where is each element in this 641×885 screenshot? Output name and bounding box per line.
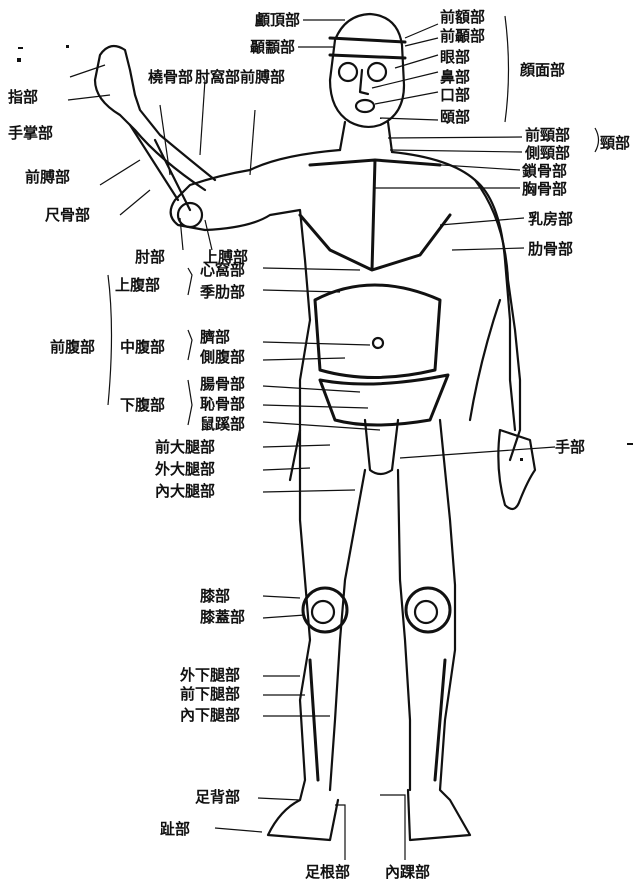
- label-neck: 頸部: [600, 134, 630, 152]
- label-sternum: 胸骨部: [522, 180, 567, 198]
- label-lower-abdomen: 下腹部: [120, 396, 165, 414]
- region-labels: 顱頂部 顳顬部 前額部 前顳部 眼部 鼻部 口部 頤部 顔面部 前頸部 側頸部 …: [8, 8, 630, 881]
- label-forehead: 前額部: [440, 8, 485, 26]
- right-eye: [368, 63, 386, 81]
- label-chin: 頤部: [440, 108, 470, 126]
- label-neck-side: 側頸部: [524, 144, 570, 162]
- nose-line: [360, 70, 368, 94]
- label-toe: 趾部: [160, 820, 190, 838]
- head-outline: [330, 14, 404, 127]
- label-inner-thigh: 內大腿部: [155, 482, 215, 500]
- label-upper-arm-front: 前膊部: [240, 68, 285, 86]
- mouth-shape: [356, 100, 374, 112]
- label-upper-abdomen: 上腹部: [115, 276, 160, 294]
- label-elbow: 肘部: [135, 248, 165, 266]
- label-rib: 肋骨部: [528, 240, 573, 258]
- label-breast: 乳房部: [528, 210, 573, 228]
- forearm-lines: [130, 125, 190, 210]
- right-knee: [303, 588, 347, 632]
- label-inner-ankle: 內踝部: [385, 863, 430, 881]
- label-pubic: 恥骨部: [200, 395, 245, 413]
- label-forearm-front: 前膊部: [25, 168, 70, 186]
- label-mouth: 口部: [440, 86, 470, 104]
- pelvis-line: [320, 375, 448, 425]
- label-inguinal: 鼠蹊部: [200, 415, 245, 433]
- label-patella: 膝蓋部: [200, 608, 245, 626]
- label-inner-leg: 內下腿部: [180, 706, 240, 724]
- left-knee: [406, 588, 450, 632]
- label-ankle-root: 足根部: [305, 863, 350, 881]
- label-palm: 手掌部: [8, 124, 53, 142]
- label-eye: 眼部: [440, 48, 470, 66]
- label-radius: 橈骨部: [148, 68, 193, 86]
- right-kneecap: [312, 601, 334, 623]
- label-clavicle: 鎖骨部: [522, 162, 567, 180]
- abdomen-lines: [315, 285, 440, 378]
- label-neck-front: 前頸部: [525, 126, 570, 144]
- label-finger: 指部: [8, 88, 38, 106]
- label-iliac: 腸骨部: [200, 375, 245, 393]
- elbow-mark: [178, 203, 202, 227]
- shin-lines: [310, 660, 445, 780]
- label-temple-front: 前顳部: [440, 27, 485, 45]
- label-cubital-fossa: 肘窩部: [195, 68, 240, 86]
- label-anterior-abdomen: 前腹部: [50, 338, 95, 356]
- inner-left-leg: [398, 470, 410, 790]
- left-eye: [339, 63, 357, 81]
- label-head-crown: 顱頂部: [254, 11, 300, 29]
- label-front-leg: 前下腿部: [180, 685, 240, 703]
- label-hand: 手部: [555, 438, 585, 456]
- label-umbilical: 臍部: [200, 328, 230, 346]
- label-epigastric: 心窩部: [200, 261, 245, 279]
- chest-lines: [300, 160, 450, 270]
- label-outer-leg: 外下腿部: [179, 666, 240, 684]
- groin: [365, 420, 398, 474]
- label-ulna: 尺骨部: [45, 206, 90, 224]
- label-temporal: 顳顬部: [250, 38, 295, 56]
- label-face: 顔面部: [519, 61, 565, 79]
- label-front-thigh: 前大腿部: [155, 438, 215, 456]
- cap-band: [330, 38, 405, 58]
- label-mid-abdomen: 中腹部: [120, 338, 165, 356]
- label-lateral-abdomen: 側腹部: [199, 348, 245, 366]
- navel: [373, 338, 383, 348]
- left-kneecap: [415, 601, 437, 623]
- label-knee: 膝部: [200, 587, 230, 605]
- label-outer-thigh: 外大腿部: [154, 460, 215, 478]
- label-nose: 鼻部: [440, 68, 470, 86]
- label-foot-dorsum: 足背部: [195, 788, 240, 806]
- label-hypochondrium: 季肋部: [200, 283, 245, 301]
